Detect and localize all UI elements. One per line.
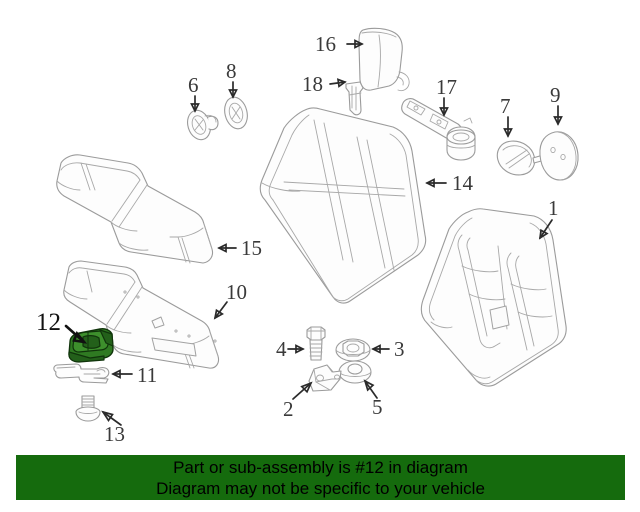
part-16-head-restraint (358, 27, 410, 92)
part-6-round-cap (187, 109, 219, 141)
callout-2-label: 2 (283, 397, 294, 421)
part-12-seat-latch-highlighted (68, 328, 114, 363)
part-3-flange-nut (335, 338, 371, 362)
callout-16: 16 (315, 32, 364, 56)
part-5-washer-grommet (338, 360, 372, 384)
callout-18-label: 18 (302, 72, 323, 96)
callout-7-label: 7 (500, 94, 511, 118)
callout-18: 18 (302, 72, 347, 96)
callout-4-label: 4 (276, 337, 287, 361)
part-15-seat-cushion-pad (56, 154, 214, 264)
part-11-wire-striker-clip (53, 363, 110, 384)
part-17-seat-belt-buckle (401, 98, 476, 161)
callout-1-label: 1 (548, 196, 559, 220)
callout-8: 8 (226, 59, 238, 99)
callout-4: 4 (276, 337, 305, 361)
callout-12-label: 12 (36, 309, 61, 336)
callout-10-label: 10 (226, 280, 247, 304)
callout-14-label: 14 (452, 171, 474, 195)
callout-15-label: 15 (241, 236, 262, 260)
callout-5: 5 (363, 379, 383, 419)
callout-11-label: 11 (137, 363, 157, 387)
callout-2: 2 (283, 381, 313, 421)
part-4-hex-flange-bolt (306, 326, 326, 361)
callout-9-label: 9 (550, 83, 561, 107)
part-14-seat-back-cushion (259, 107, 427, 304)
banner-line-disclaimer: Diagram may not be specific to your vehi… (156, 478, 485, 498)
part-7-oval-trim-cap (496, 140, 546, 176)
callout-5-label: 5 (372, 395, 383, 419)
callout-3: 3 (371, 337, 405, 361)
callout-17-label: 17 (436, 75, 457, 99)
part-10-seat-frame-pan (63, 260, 220, 369)
part-2-mounting-bracket (308, 364, 342, 392)
callout-15: 15 (217, 236, 262, 260)
callout-7: 7 (500, 94, 513, 138)
callout-13-label: 13 (104, 422, 125, 446)
part-13-shoulder-bolt (75, 395, 101, 422)
callout-1: 1 (538, 196, 559, 240)
callout-16-label: 16 (315, 32, 336, 56)
callout-9: 9 (550, 83, 563, 126)
callout-12: 12 (36, 309, 88, 344)
callout-3-label: 3 (394, 337, 405, 361)
callout-10: 10 (213, 280, 247, 320)
callout-14: 14 (425, 171, 474, 195)
callout-8-label: 8 (226, 59, 237, 83)
part-8-round-cap (224, 96, 248, 130)
part-9-oval-cover-plate (539, 131, 579, 181)
callout-11: 11 (111, 363, 157, 387)
callout-6-label: 6 (188, 73, 199, 97)
banner-line-part-number: Part or sub-assembly is #12 in diagram (173, 457, 468, 477)
part-1-seat-back-frame (420, 208, 567, 387)
callout-13: 13 (101, 410, 125, 446)
disclaimer-banner: Part or sub-assembly is #12 in diagram D… (16, 455, 625, 500)
callout-6: 6 (188, 73, 200, 113)
part-18-head-restraint-guide (345, 81, 364, 116)
callout-17: 17 (436, 75, 457, 117)
